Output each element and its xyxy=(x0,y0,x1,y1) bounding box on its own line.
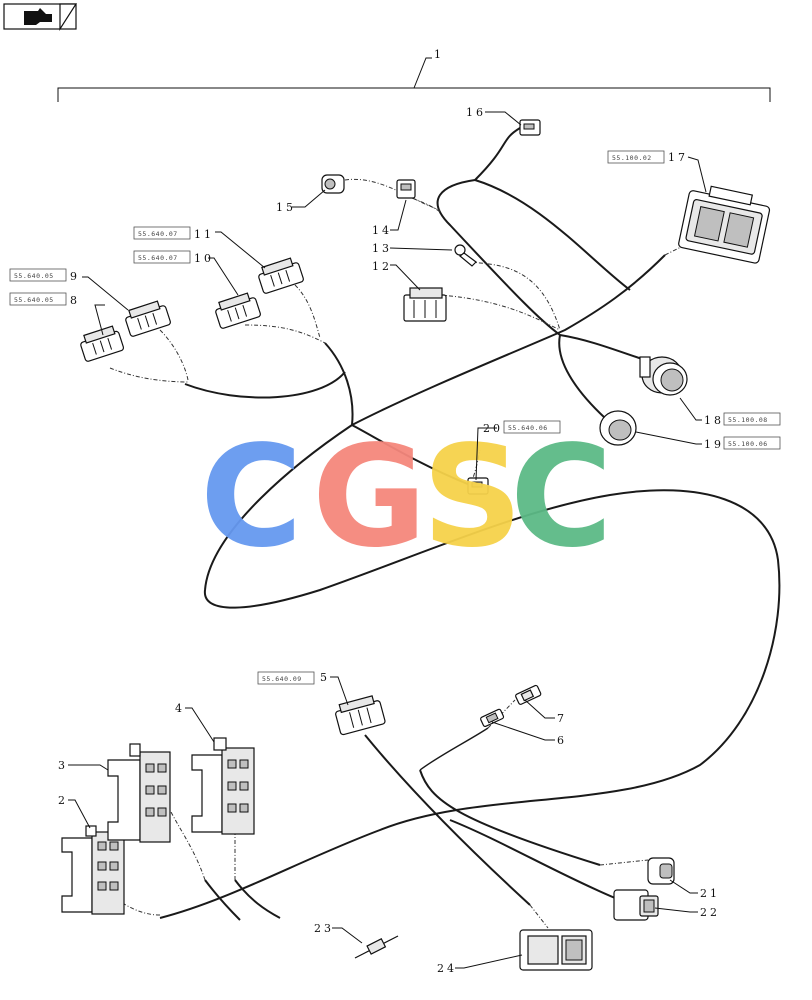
ref-box-9: 55.640.05 xyxy=(9,268,67,282)
connector-7 xyxy=(515,684,542,705)
round-connector-18 xyxy=(639,356,688,396)
callout-1: 1 xyxy=(434,48,444,61)
ref-box-18: 55.100.08 xyxy=(723,412,781,426)
sensor-15 xyxy=(321,174,345,194)
callout-15: 15 xyxy=(276,201,296,214)
callout-22: 22 xyxy=(700,906,720,919)
svg-text:55.640.09: 55.640.09 xyxy=(262,675,302,683)
watermark: C G S C xyxy=(200,416,613,579)
connector-9 xyxy=(125,300,171,337)
watermark-letter-1: C xyxy=(200,416,303,579)
svg-text:55.640.05: 55.640.05 xyxy=(14,272,54,280)
svg-text:55.640.06: 55.640.06 xyxy=(508,424,548,432)
connector-8 xyxy=(80,325,125,362)
ref-box-10: 55.640.07 xyxy=(133,250,191,264)
connector-14 xyxy=(396,179,416,199)
ref-box-19: 55.100.06 xyxy=(723,436,781,450)
connector-21 xyxy=(647,857,675,885)
callout-14: 14 xyxy=(372,224,392,237)
callout-9: 9 xyxy=(70,270,80,283)
connector-module-24 xyxy=(519,929,593,971)
previous-page-button[interactable] xyxy=(3,3,78,32)
callout-6: 6 xyxy=(557,734,567,747)
callout-5: 5 xyxy=(320,671,330,684)
round-connector-19 xyxy=(599,410,637,446)
connector-22 xyxy=(613,889,659,921)
connector-5 xyxy=(335,695,386,736)
ref-box-20: 55.640.06 xyxy=(503,420,561,434)
svg-text:55.640.07: 55.640.07 xyxy=(138,254,178,262)
callout-21: 21 xyxy=(700,887,720,900)
connector-12 xyxy=(403,287,447,322)
hand-pointing-icon xyxy=(24,8,52,25)
callout-18: 18 xyxy=(704,414,724,427)
callout-3: 3 xyxy=(58,759,68,772)
watermark-letter-4: C xyxy=(510,416,613,579)
assembly-bracket: 1 xyxy=(57,48,771,102)
callout-13: 13 xyxy=(372,242,392,255)
fuse-block-2 xyxy=(61,825,125,915)
callout-12: 12 xyxy=(372,260,392,273)
svg-text:55.100.08: 55.100.08 xyxy=(728,416,768,424)
callout-4: 4 xyxy=(175,702,185,715)
callout-leaders xyxy=(68,111,707,969)
callout-24: 24 xyxy=(437,962,457,975)
callout-2: 2 xyxy=(58,794,68,807)
fuse-block-3 xyxy=(107,743,171,843)
connector-11 xyxy=(258,257,304,294)
callout-20: 20 xyxy=(483,422,503,435)
watermark-letter-2: G xyxy=(312,416,427,579)
ref-box-17: 55.100.02 xyxy=(607,150,665,164)
ref-box-11: 55.640.07 xyxy=(133,226,191,240)
connection-lines xyxy=(109,127,716,929)
svg-text:55.640.05: 55.640.05 xyxy=(14,296,54,304)
diode-23 xyxy=(354,935,399,959)
callout-17: 17 xyxy=(668,151,688,164)
wire-harness xyxy=(159,127,781,921)
callout-8: 8 xyxy=(70,294,80,307)
callout-11: 11 xyxy=(194,228,214,241)
connector-20 xyxy=(467,477,489,495)
ref-box-5: 55.640.09 xyxy=(257,671,315,685)
connector-6 xyxy=(480,708,505,728)
connector-16 xyxy=(519,119,541,136)
ecu-connector-17 xyxy=(678,185,771,264)
callout-23: 23 xyxy=(314,922,334,935)
callout-7: 7 xyxy=(557,712,567,725)
ring-terminal-13 xyxy=(454,244,477,267)
fuse-block-4 xyxy=(191,737,255,835)
svg-text:55.100.02: 55.100.02 xyxy=(612,154,652,162)
callout-16: 16 xyxy=(466,106,486,119)
connector-10 xyxy=(215,292,261,329)
callout-19: 19 xyxy=(704,438,724,451)
svg-text:55.100.06: 55.100.06 xyxy=(728,440,768,448)
callout-10: 10 xyxy=(194,252,214,265)
ref-box-8: 55.640.05 xyxy=(9,292,67,306)
watermark-letter-3: S xyxy=(422,416,523,579)
svg-text:55.640.07: 55.640.07 xyxy=(138,230,178,238)
